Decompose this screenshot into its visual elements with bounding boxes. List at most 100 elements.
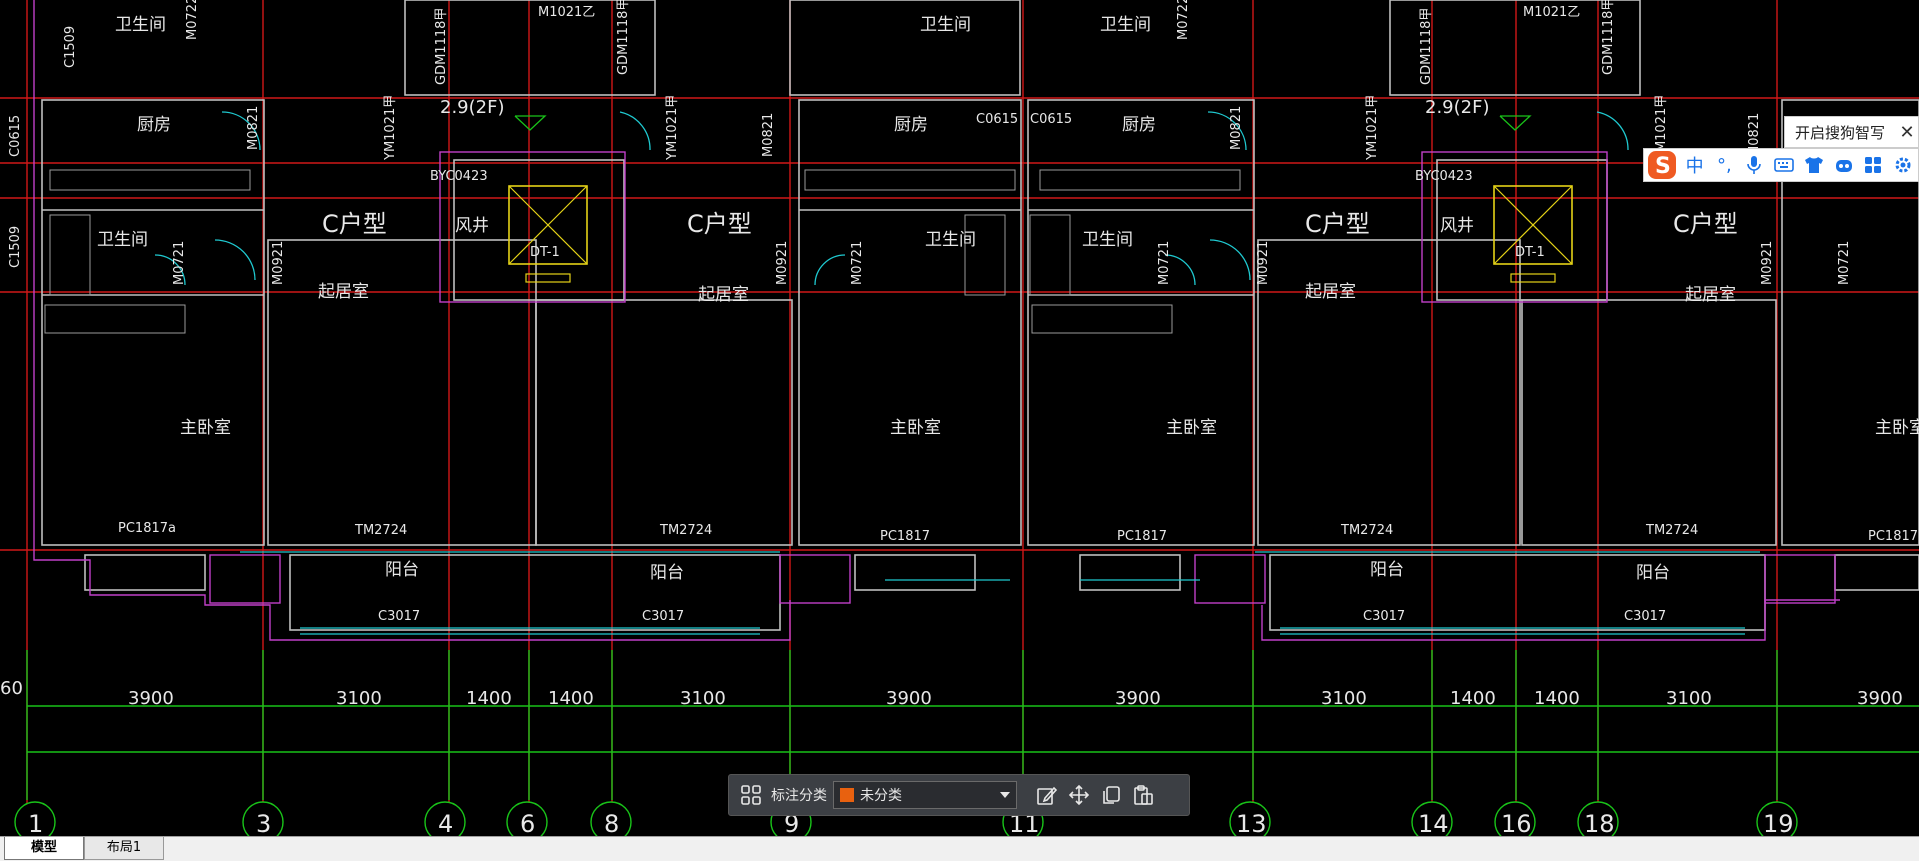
tag-c0615-2: C0615: [1030, 112, 1072, 127]
dim-6: 3900: [886, 688, 932, 709]
tag-pc1817a: PC1817a: [118, 521, 176, 536]
tag-c1509-1: C1509: [8, 226, 23, 268]
tag-tm2724-2: TM2724: [659, 523, 712, 538]
tag-m0722-2: M0722: [1176, 0, 1191, 40]
room-label-master-1: 主卧室: [180, 418, 231, 438]
close-icon[interactable]: ✕: [1899, 121, 1915, 143]
tag-ym1021-4: YM1021甲: [1654, 95, 1669, 161]
tag-c3017-4: C3017: [1624, 609, 1666, 624]
axis-label-9: 9: [784, 810, 799, 836]
microphone-icon[interactable]: [1739, 150, 1769, 180]
tag-m0821-3: M0821: [1229, 106, 1244, 150]
tag-c0615-1: C0615: [976, 112, 1018, 127]
room-label-balcony-2: 阳台: [650, 563, 684, 583]
level-markers: [514, 115, 1532, 131]
tag-ym1021-3: YM1021甲: [1365, 95, 1380, 161]
skin-shirt-icon[interactable]: [1799, 150, 1829, 180]
tag-m0921-1: M0921: [271, 241, 286, 285]
tab-layout1[interactable]: 布局1: [84, 837, 164, 860]
ime-smart-write-tip[interactable]: 开启搜狗智写 ✕: [1784, 116, 1919, 148]
tag-ym1021-2: YM1021甲: [665, 95, 680, 161]
room-label-bathroom-3: 卫生间: [920, 15, 971, 35]
tag-m0821-2: M0821: [761, 113, 776, 157]
room-label-bathroom-5: 卫生间: [1100, 15, 1151, 35]
axis-label-14: 14: [1418, 810, 1449, 836]
tag-m0722-1: M0722: [185, 0, 200, 40]
dim-1: 3900: [128, 688, 174, 709]
annotation-category-value: 未分类: [860, 788, 902, 804]
room-label-kitchen-1: 厨房: [137, 115, 171, 135]
tag-m0921-3: M0921: [1256, 241, 1271, 285]
cad-drawing-canvas[interactable]: 卫生间 厨房 卫生间 C户型 起居室 主卧室 阳台 风井 C户型 起居室 阳台 …: [0, 0, 1919, 836]
room-label-bathroom-2: 卫生间: [97, 230, 148, 250]
dim-10: 1400: [1534, 688, 1580, 709]
tag-m0721-1: M0721: [172, 241, 187, 285]
tag-m1021-1: M1021乙: [538, 5, 595, 20]
dim-11: 3100: [1666, 688, 1712, 709]
axis-label-3: 3: [256, 810, 271, 836]
tag-gdm-2: GDM1118甲: [616, 0, 631, 75]
tag-pc1817-1: PC1817: [880, 529, 930, 544]
dim-7: 3900: [1115, 688, 1161, 709]
copy-icon[interactable]: [1095, 779, 1127, 811]
axis-label-16: 16: [1501, 810, 1532, 836]
dim-8: 3100: [1321, 688, 1367, 709]
annotation-category-dropdown[interactable]: 未分类: [833, 781, 1017, 809]
sogou-logo-icon[interactable]: S: [1644, 148, 1680, 182]
tag-c3017-2: C3017: [642, 609, 684, 624]
dim-4: 1400: [548, 688, 594, 709]
tag-elevator-2: DT-1: [1515, 245, 1545, 260]
room-label-living-4: 起居室: [1685, 285, 1736, 305]
grid-apps-icon[interactable]: [735, 779, 767, 811]
axis-bubbles: [14, 801, 1798, 836]
room-label-living-2: 起居室: [698, 285, 749, 305]
room-label-shaft-1: 风井: [455, 216, 489, 236]
tag-tm2724-4: TM2724: [1645, 523, 1698, 538]
ime-punctuation-toggle[interactable]: °,: [1717, 154, 1732, 176]
tag-pc1817-3: PC1817: [1868, 529, 1918, 544]
tag-ym1021-1: YM1021甲: [383, 95, 398, 161]
axis-label-19: 19: [1763, 810, 1794, 836]
robot-assistant-icon[interactable]: [1829, 150, 1859, 180]
dimension-lines: [26, 650, 1919, 800]
room-label-balcony-4: 阳台: [1636, 563, 1670, 583]
ime-toolbar: S 中 °,: [1643, 148, 1919, 182]
room-label-bathroom-1: 卫生间: [115, 15, 166, 35]
dim-3: 1400: [466, 688, 512, 709]
room-label-master-2: 主卧室: [890, 418, 941, 438]
tag-m0921-4: M0921: [1760, 241, 1775, 285]
ime-mode-toggle[interactable]: 中: [1685, 156, 1704, 177]
category-color-swatch: [840, 788, 854, 802]
axis-label-18: 18: [1584, 810, 1615, 836]
tag-m0721-3: M0721: [1157, 241, 1172, 285]
room-label-bathroom-4: 卫生间: [925, 230, 976, 250]
tag-m0721-4: M0721: [1837, 241, 1852, 285]
keyboard-icon[interactable]: [1769, 150, 1799, 180]
tag-m0721-2: M0721: [850, 241, 865, 285]
tab-model[interactable]: 模型: [4, 837, 84, 860]
paste-icon[interactable]: [1127, 779, 1159, 811]
svg-text:S: S: [1655, 154, 1671, 179]
dim-9: 1400: [1450, 688, 1496, 709]
tag-byc-2: BYC0423: [1415, 169, 1473, 184]
tag-tm2724-3: TM2724: [1340, 523, 1393, 538]
tag-c3017-1: C3017: [378, 609, 420, 624]
tag-m0921-2: M0921: [775, 241, 790, 285]
tag-gdm-1: GDM1118甲: [434, 8, 449, 85]
tag-level-2: 2.9(2F): [1425, 97, 1489, 118]
dim-5: 3100: [680, 688, 726, 709]
tag-tm2724-1: TM2724: [354, 523, 407, 538]
edit-note-icon[interactable]: [1031, 779, 1063, 811]
fixtures: [44, 169, 1241, 334]
room-label-unit-c-3: C户型: [1305, 210, 1370, 238]
toolbox-grid-icon[interactable]: [1858, 150, 1888, 180]
walls: [41, 0, 1919, 631]
axis-grid-lines: [0, 0, 1919, 810]
axis-label-13: 13: [1236, 810, 1267, 836]
layout-tabs-bar: 模型 布局1: [0, 836, 1919, 861]
room-label-shaft-2: 风井: [1440, 216, 1474, 236]
room-label-unit-c-2: C户型: [687, 210, 752, 238]
move-icon[interactable]: [1063, 779, 1095, 811]
room-label-kitchen-3: 厨房: [1122, 115, 1156, 135]
settings-gear-icon[interactable]: [1888, 150, 1918, 180]
